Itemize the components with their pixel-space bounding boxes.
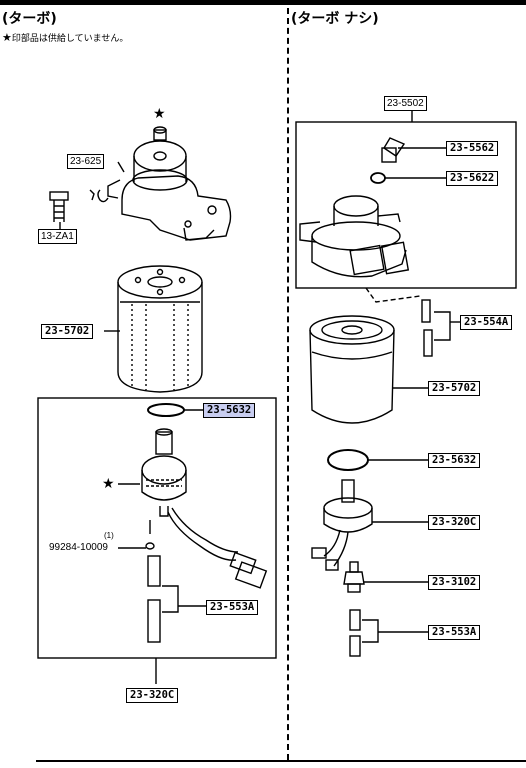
bottom-rule: [36, 760, 526, 762]
filter-head-left: [89, 126, 232, 241]
star-icon-top: ★: [153, 106, 166, 122]
part-label-23-5622[interactable]: 23-5622: [446, 171, 499, 186]
fuel-filter-right: [309, 315, 395, 424]
header-non-turbo: (ターボ ナシ): [291, 11, 379, 27]
part-label-23-5502[interactable]: 23-5502: [384, 96, 427, 111]
sedimenter-right: [311, 479, 373, 571]
bolt-left: [49, 191, 69, 222]
pin-right: [421, 299, 433, 357]
hose-right: [349, 609, 361, 657]
part-label-23-625[interactable]: 23-625: [67, 154, 105, 169]
left-subassembly-box: [37, 397, 277, 659]
oring-right: [327, 449, 369, 471]
star-icon-mid: ★: [102, 476, 115, 492]
fuel-filter-left: [117, 265, 203, 393]
column-divider: [287, 8, 289, 760]
star-icon: ★: [2, 31, 12, 44]
part-label-23-554a[interactable]: 23-554A: [460, 315, 513, 330]
part-label-sedimenter-right[interactable]: 23-320C: [428, 515, 481, 530]
part-label-sedimenter-left[interactable]: 23-320C: [126, 688, 179, 703]
header-turbo: (ターボ): [2, 11, 57, 27]
sedimenter-left: [141, 428, 268, 589]
top-rule: [0, 0, 526, 5]
hose-left: [147, 555, 161, 643]
part-label-23-3102[interactable]: 23-3102: [428, 575, 481, 590]
filter-head-right: [299, 195, 410, 278]
part-label-hose-left[interactable]: 23-553A: [206, 600, 259, 615]
oring-small-right: [370, 172, 386, 184]
part-label-23-5562[interactable]: 23-5562: [446, 141, 499, 156]
right-subassembly-box: [295, 121, 517, 289]
part-label-oring-left[interactable]: 23-5632: [203, 403, 256, 418]
part-label-oring-right[interactable]: 23-5632: [428, 453, 481, 468]
part-label-filter-right[interactable]: 23-5702: [428, 381, 481, 396]
part-label-13-za1[interactable]: 13-ZA1: [38, 229, 77, 244]
part-label-99284-10009[interactable]: 99284-10009: [49, 542, 108, 553]
part-label-hose-right[interactable]: 23-553A: [428, 625, 481, 640]
oring-left: [147, 403, 185, 417]
supply-note-text: 印部品は供給していません。: [11, 34, 129, 44]
plug-right: [381, 137, 446, 163]
part-label-filter-left[interactable]: 23-5702: [41, 324, 94, 339]
supply-note: ★印部品は供給していません。: [2, 31, 128, 44]
sensor-right: [343, 561, 365, 593]
part-quantity: (1): [104, 531, 114, 540]
